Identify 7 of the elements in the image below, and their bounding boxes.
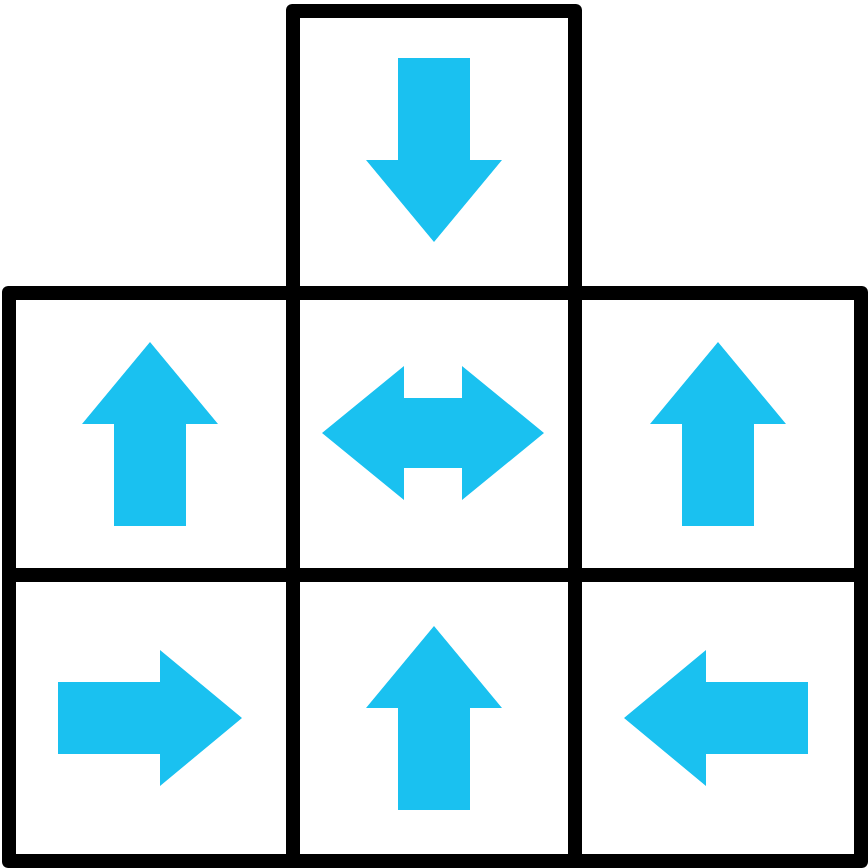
grid-cell [574,286,868,574]
grid-cell [292,574,574,868]
grid-cell [292,292,574,574]
grid-cell [2,574,292,868]
grid-cell [574,574,868,868]
grid-cell [286,4,582,292]
grid-cell [2,286,292,574]
